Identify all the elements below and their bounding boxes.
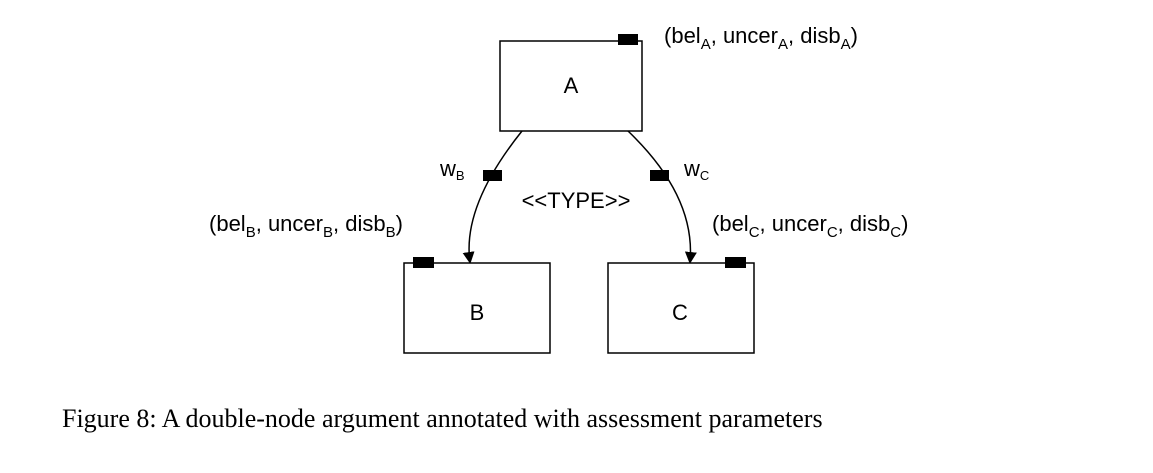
node-c-params: (belC, uncerC, disbC) [712,211,908,241]
edge-a-c-line [627,130,697,264]
edge-a-b: wB [439,130,523,264]
node-b-box [403,262,551,354]
edge-a-c-weight: wC [683,156,709,183]
node-a-box [499,40,643,132]
edge-a-c-port [650,170,669,181]
argument-diagram: A (belA, uncerA, disbA) wB wC <<TYPE>> B… [209,23,908,354]
node-a: A [499,34,643,132]
node-c-port [725,257,746,268]
node-a-params: (belA, uncerA, disbA) [664,23,858,53]
node-b-port [413,257,434,268]
node-a-port [618,34,638,45]
node-c: C [607,257,755,354]
edge-a-c: wC [627,130,709,264]
edge-a-b-port [483,170,502,181]
node-a-label: A [564,73,579,98]
edge-a-b-weight: wB [439,156,465,183]
node-b: B [403,257,551,354]
node-b-label: B [470,300,485,325]
figure-caption: Figure 8: A double-node argument annotat… [62,404,823,433]
node-b-params: (belB, uncerB, disbB) [209,211,403,241]
edge-a-b-line [462,130,523,264]
relation-type-label: <<TYPE>> [522,188,631,213]
node-c-label: C [672,300,688,325]
node-c-box [607,262,755,354]
